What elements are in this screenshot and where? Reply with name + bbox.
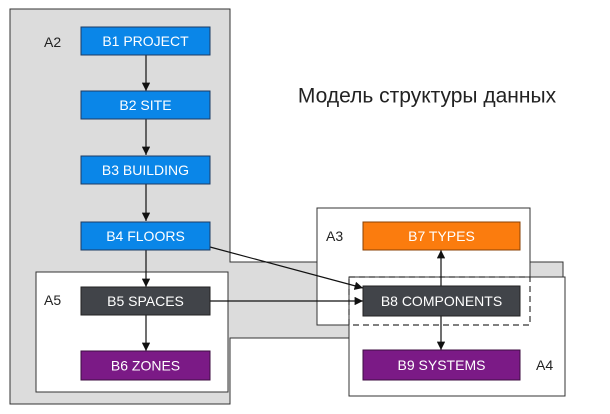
node-b7-label: B7 TYPES — [408, 228, 475, 244]
area-label-a2: A2 — [44, 34, 61, 50]
node-b6-label: B6 ZONES — [111, 358, 180, 374]
node-b4-label: B4 FLOORS — [106, 228, 185, 244]
node-b5-label: B5 SPACES — [107, 293, 184, 309]
diagram-title: Модель структуры данных — [298, 85, 557, 108]
node-b1-label: B1 PROJECT — [102, 33, 189, 49]
node-b2-site[interactable]: B2 SITE — [80, 90, 211, 120]
node-b4-floors[interactable]: B4 FLOORS — [80, 221, 211, 251]
node-b7-types[interactable]: B7 TYPES — [362, 221, 521, 251]
node-b8-label: B8 COMPONENTS — [381, 293, 502, 309]
area-label-a5: A5 — [44, 292, 61, 308]
node-b3-building[interactable]: B3 BUILDING — [80, 155, 211, 185]
edge-b4-b8 — [209, 246, 364, 290]
node-b5-spaces[interactable]: B5 SPACES — [80, 286, 211, 316]
area-label-a4: A4 — [536, 357, 553, 373]
area-label-a3: A3 — [326, 228, 343, 244]
node-b2-label: B2 SITE — [119, 97, 171, 113]
node-b9-systems[interactable]: B9 SYSTEMS — [362, 349, 521, 381]
node-b9-label: B9 SYSTEMS — [398, 357, 486, 373]
node-b8-components[interactable]: B8 COMPONENTS — [362, 285, 521, 317]
node-b1-project[interactable]: B1 PROJECT — [80, 26, 211, 56]
node-b6-zones[interactable]: B6 ZONES — [80, 350, 211, 381]
node-b3-label: B3 BUILDING — [102, 162, 189, 178]
